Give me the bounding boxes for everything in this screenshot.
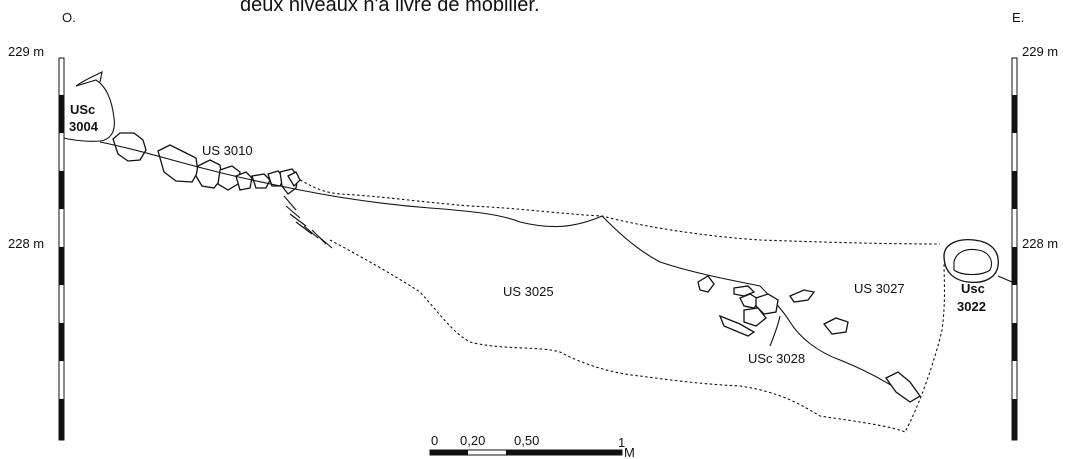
usc-3022-feature (943, 238, 1013, 284)
us-3010-stones (112, 132, 301, 195)
west-label: O. (62, 10, 76, 25)
scale-bar (429, 449, 623, 456)
caption-text: deux niveaux n'a livré de mobilier. (240, 0, 540, 16)
usc-3022-label-a: Usc (961, 281, 985, 296)
right-elevation-scale (1011, 57, 1018, 441)
east-label: E. (1012, 10, 1024, 25)
scale-bar-tick-050: 0,50 (514, 433, 539, 448)
usc-3028-label: USc 3028 (748, 351, 805, 366)
right-mid-elevation-label: 228 m (1022, 236, 1058, 251)
left-top-elevation-label: 229 m (8, 44, 44, 59)
us-3025-label: US 3025 (503, 284, 554, 299)
us-3027-stones (697, 275, 921, 403)
usc-3004-label-a: USc (70, 102, 95, 117)
us-3010-label: US 3010 (202, 143, 253, 158)
scale-bar-unit: M (624, 445, 635, 459)
usc-3004-feature (63, 71, 115, 142)
usc-3022-label-b: 3022 (957, 299, 986, 314)
right-top-elevation-label: 229 m (1022, 44, 1058, 59)
left-mid-elevation-label: 228 m (8, 236, 44, 251)
left-elevation-scale (58, 57, 65, 441)
hatched-slope (283, 195, 333, 249)
us-3025-outline (299, 179, 946, 433)
usc-3004-label-b: 3004 (69, 119, 99, 134)
scale-bar-tick-0: 0 (431, 433, 438, 448)
usc-3028-leader (769, 315, 781, 347)
scale-bar-tick-020: 0,20 (460, 433, 485, 448)
main-surface-line (99, 141, 913, 401)
us-3027-label: US 3027 (854, 281, 905, 296)
scale-bar-tick-1: 1 (618, 435, 625, 450)
